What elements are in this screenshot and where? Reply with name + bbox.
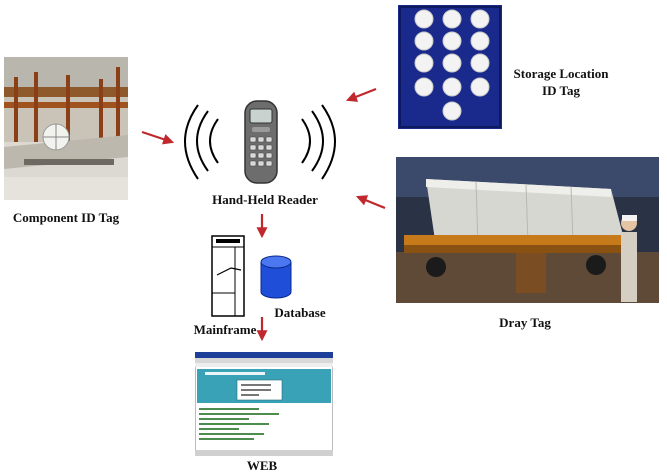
web-label: WEB [246,458,278,473]
web-screenshot [195,352,333,456]
hand-held-reader-label: Hand-Held Reader [212,192,318,207]
rfid-tag-disc [470,53,490,73]
rfid-tag-disc [442,101,462,121]
rfid-tag-disc [442,77,462,97]
storage-location-tag-label: Storage Location ID Tag [506,65,616,99]
mainframe-label: Mainframe [193,322,257,337]
rfid-tag-disc [470,77,490,97]
component-id-tag-label: Component ID Tag [12,210,120,225]
rfid-tag-disc [414,77,434,97]
rfid-tag-disc [442,31,462,51]
storage-location-tag-label-line2: ID Tag [542,83,580,98]
rfid-tag-disc [414,9,434,29]
storage-location-tag-label-line1: Storage Location [513,66,609,81]
arrow-storage-to-reader [345,87,377,102]
rfid-tag-disc [470,9,490,29]
rfid-tag-disc [442,53,462,73]
mainframe-icon [211,235,247,317]
dray-tag-photo [396,157,659,303]
arrow-dray-to-reader [355,195,386,210]
rfid-tag-disc [414,53,434,73]
component-id-tag-photo [4,57,128,200]
arrow-component-to-reader [141,130,175,145]
dray-tag-label: Dray Tag [499,315,551,330]
storage-location-tag-photo [398,5,502,129]
rfid-tag-disc [414,31,434,51]
rfid-tag-disc [442,9,462,29]
database-icon [259,255,293,299]
rfid-tag-disc [470,31,490,51]
database-label: Database [274,305,326,320]
hand-held-reader-icon [180,99,340,185]
